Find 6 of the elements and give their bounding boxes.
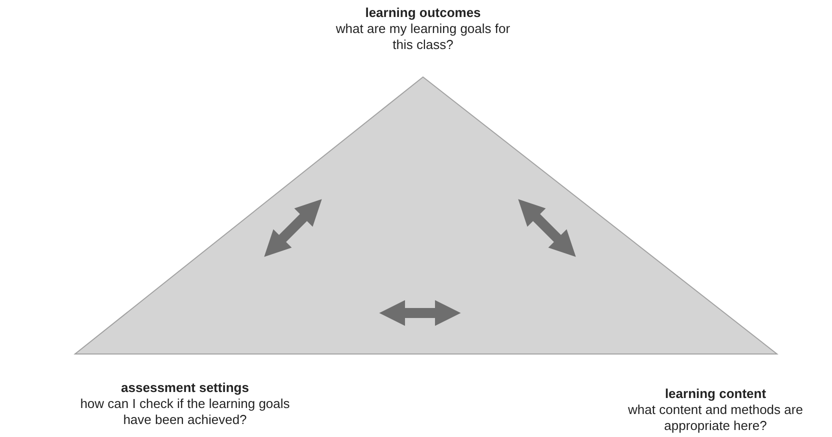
heading-text: learning content	[664, 386, 768, 402]
heading-text: assessment settings	[120, 380, 250, 396]
heading-text: learning outcomes	[364, 5, 482, 21]
description-text: what are my learning goals for this class?	[334, 21, 512, 53]
description-text: what content and methods are appropriate here?	[628, 402, 803, 434]
description-text: how can I check if the learning goals have been achieved?	[79, 396, 291, 428]
